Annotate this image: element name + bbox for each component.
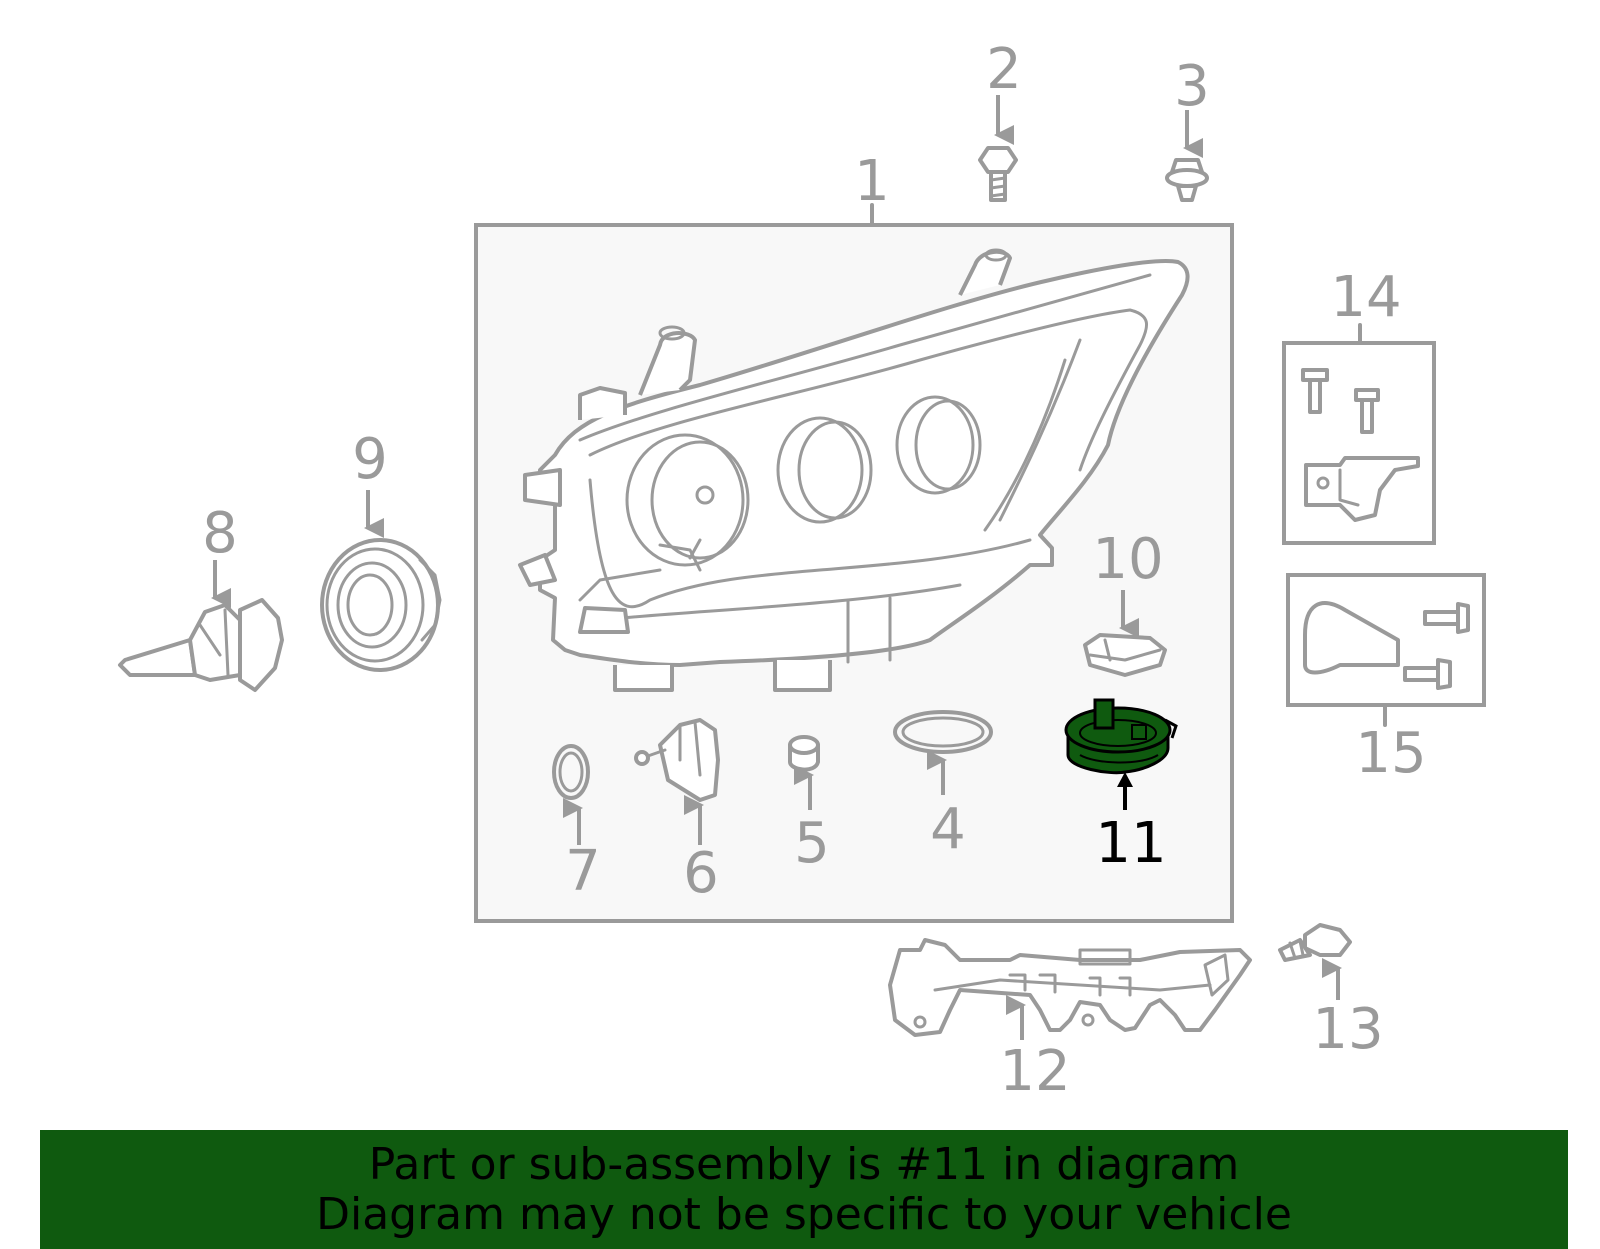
callout-3: 3: [1174, 54, 1210, 119]
info-banner: Part or sub-assembly is #11 in diagram D…: [40, 1130, 1568, 1249]
socket-part-11-highlighted: [1064, 698, 1178, 775]
kit-15-bracket-screws: [1303, 601, 1470, 690]
bulb-cover-part-9: [320, 538, 442, 672]
banner-line-1: Part or sub-assembly is #11 in diagram: [368, 1138, 1240, 1190]
callout-12: 12: [999, 1039, 1070, 1104]
callout-1: 1: [854, 149, 890, 214]
bulb-socket-part-6: [634, 718, 720, 802]
sleeve-part-5: [788, 735, 820, 772]
headlamp-bulb-part-8: [118, 598, 284, 692]
banner-line-2: Diagram may not be specific to your vehi…: [316, 1188, 1292, 1240]
headlamp-housing-illustration: [518, 248, 1190, 692]
callout-6: 6: [683, 841, 719, 906]
callout-11: 11: [1095, 811, 1166, 876]
bolt-part-2: [978, 146, 1018, 202]
callout-2: 2: [986, 37, 1022, 102]
callout-9: 9: [352, 427, 388, 492]
callout-4: 4: [930, 797, 966, 862]
leader-11-head: [1117, 772, 1133, 787]
callout-7: 7: [565, 839, 601, 904]
callout-13: 13: [1312, 997, 1383, 1062]
bolt-part-13: [1278, 923, 1352, 962]
clip-part-3: [1165, 158, 1209, 202]
bracket-part-12: [888, 938, 1252, 1037]
callout-14: 14: [1330, 265, 1401, 330]
module-part-10: [1083, 633, 1167, 677]
callout-5: 5: [794, 811, 830, 876]
callout-10: 10: [1092, 527, 1163, 592]
callout-15: 15: [1355, 721, 1426, 786]
callout-8: 8: [202, 501, 238, 566]
kit-14-screws-bracket: [1301, 368, 1420, 522]
